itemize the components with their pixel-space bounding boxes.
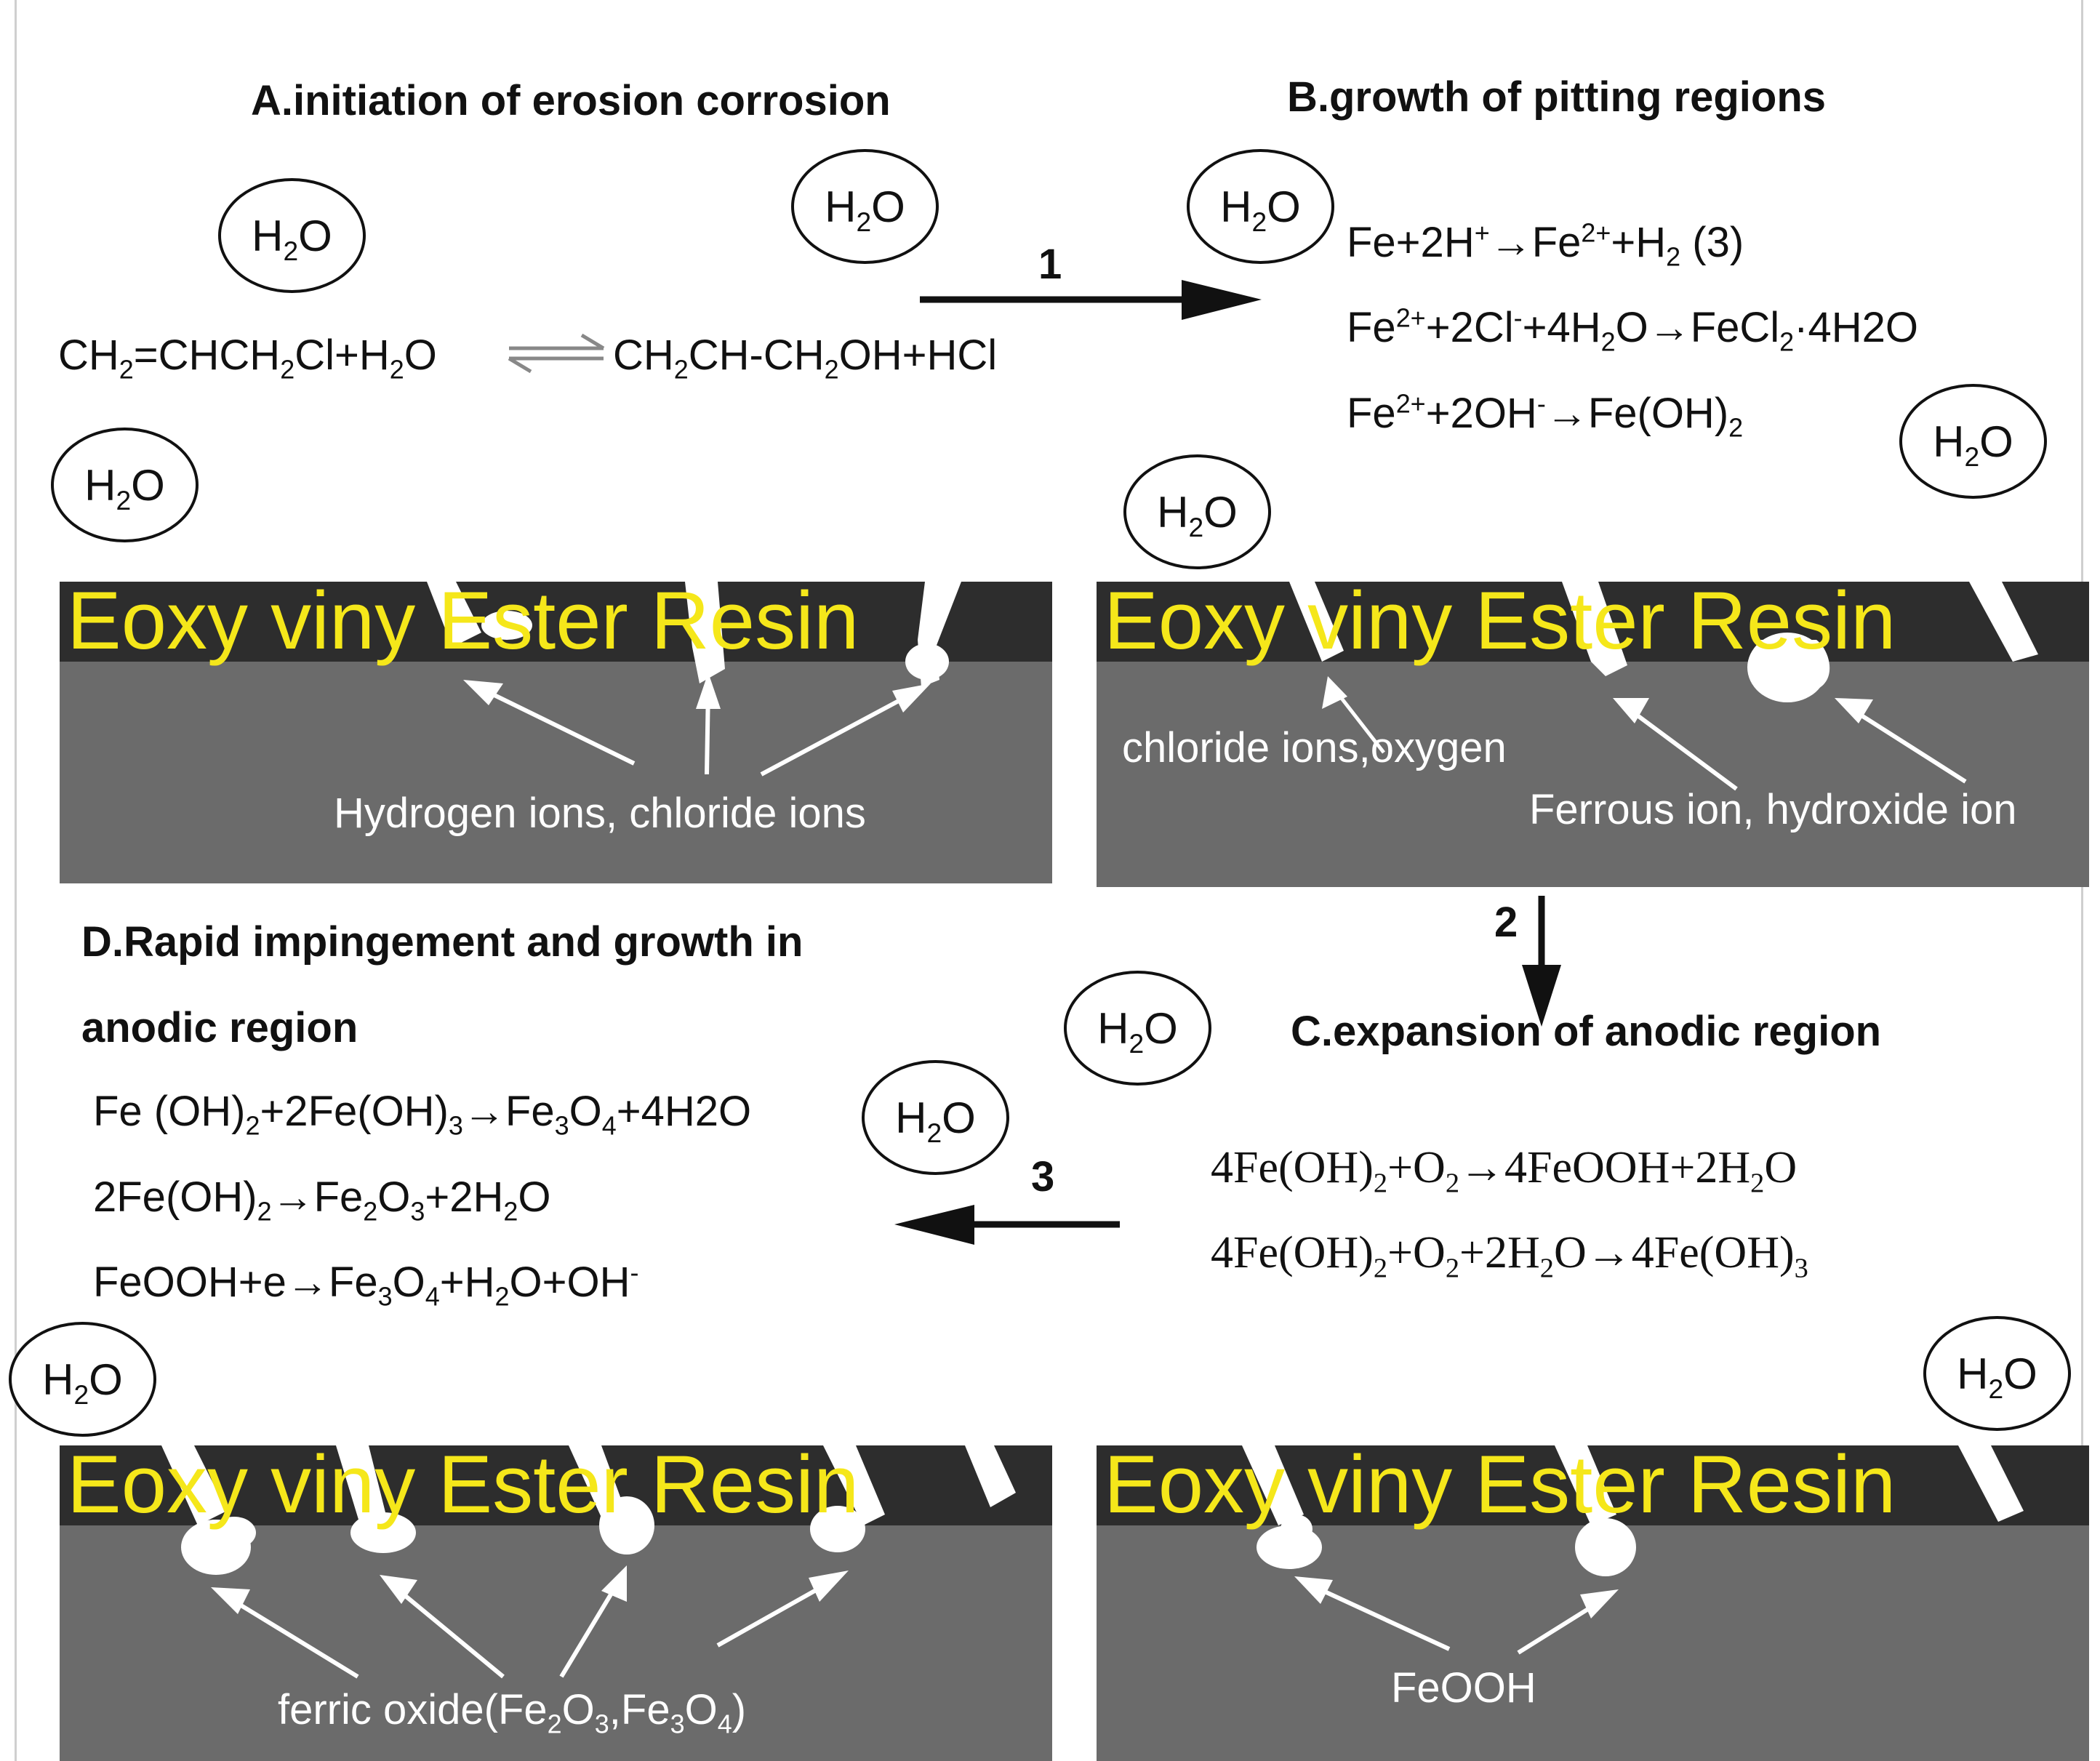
panel-b-label-2: Ferrous ion, hydroxide ion <box>1529 786 2017 833</box>
water-molecule-c2: H2O <box>1923 1316 2071 1431</box>
panel-b-coating: Eoxy viny Ester Resin chloride ions,oxyg… <box>1097 582 2089 887</box>
equation-c-2: 4Fe(OH)2+O2+2H2O→4Fe(OH)3 <box>1211 1228 1808 1284</box>
equation-b-3: Fe2++2OH-→Fe(OH)2 <box>1347 388 1744 443</box>
water-molecule-b3: H2O <box>1899 384 2047 499</box>
title-a: A.initiation of erosion corrosion <box>251 77 891 124</box>
equation-a-rhs: CH2CH-CH2OH+HCl <box>613 332 998 385</box>
flow-arrow-1-label: 1 <box>1038 241 1062 288</box>
title-c: C.expansion of anodic region <box>1291 1008 1882 1055</box>
panel-a-coating: Eoxy viny Ester Resin Hydrogen ions, chl… <box>60 582 1052 883</box>
water-molecule-d1: H2O <box>862 1060 1009 1175</box>
title-b: B.growth of pitting regions <box>1287 73 1827 121</box>
left-rule <box>15 0 17 1761</box>
panel-a-label: Hydrogen ions, chloride ions <box>334 790 866 837</box>
water-molecule-d2: H2O <box>9 1322 156 1437</box>
equilibrium-arrow <box>508 333 605 374</box>
water-molecule-a1: H2O <box>218 178 366 293</box>
panel-b-pits <box>1289 582 2038 791</box>
equation-b-2: Fe2++2Cl-+4H2O→FeCl2·4H2O <box>1347 302 1918 357</box>
water-molecule-c1: H2O <box>1064 971 1211 1086</box>
equation-c-1: 4Fe(OH)2+O2→4FeOOH+2H2O <box>1211 1143 1798 1199</box>
flow-arrow-2 <box>1522 896 1561 1027</box>
water-molecule-a2: H2O <box>791 149 939 264</box>
resin-label-b: Eoxy viny Ester Resin <box>1104 582 1896 666</box>
equation-d-source-3: FeOOH+e→Fe3O4+H2O+OH- <box>0 0 10 1</box>
panel-d-pits <box>161 1445 1016 1679</box>
resin-label-d: Eoxy viny Ester Resin <box>67 1445 859 1530</box>
panel-a-pits <box>427 582 961 777</box>
coating-layer <box>60 582 1052 662</box>
flow-arrow-3 <box>894 1205 1120 1245</box>
equation-d-1: Fe (OH)2+2Fe(OH)3→Fe3O4+4H2O <box>93 1088 752 1141</box>
equation-d-2: 2Fe(OH)2→Fe2O3+2H2O <box>93 1174 551 1227</box>
water-molecule-b1: H2O <box>1187 149 1334 264</box>
title-d-line2: anodic region <box>81 1004 358 1051</box>
panel-d-coating: Eoxy viny Ester Resin ferric oxide(Fe2O3… <box>60 1445 1052 1761</box>
equation-d-3: FeOOH+e→Fe3O4+H2O+OH- <box>93 1257 639 1312</box>
equation-b-1: Fe+2H+→Fe2++H2 (3) <box>1347 217 1744 272</box>
coating-layer <box>60 1445 1052 1525</box>
panel-c-pits <box>1242 1445 2024 1655</box>
title-d-line1: D.Rapid impingement and growth in <box>81 918 803 966</box>
panel-d-label: ferric oxide(Fe2O3,Fe3O4) <box>278 1686 747 1739</box>
flow-arrow-1 <box>920 280 1262 320</box>
water-molecule-b2: H2O <box>1123 454 1271 569</box>
equation-a-lhs: CH2=CHCH2Cl+H2O <box>58 332 437 385</box>
panel-c-label: FeOOH <box>1391 1664 1536 1712</box>
flow-arrow-2-label: 2 <box>1494 899 1518 946</box>
resin-label-c: Eoxy viny Ester Resin <box>1104 1445 1896 1530</box>
panel-d-label-source: ferric oxide(Fe2O3,Fe3O4) <box>60 1445 68 1446</box>
water-molecule-a3: H2O <box>51 428 199 542</box>
panel-c-coating: Eoxy viny Ester Resin FeOOH <box>1097 1445 2089 1761</box>
resin-label-a: Eoxy viny Ester Resin <box>67 582 859 666</box>
flow-arrow-3-label: 3 <box>1031 1153 1055 1200</box>
panel-b-label-1: chloride ions,oxygen <box>1122 724 1507 771</box>
